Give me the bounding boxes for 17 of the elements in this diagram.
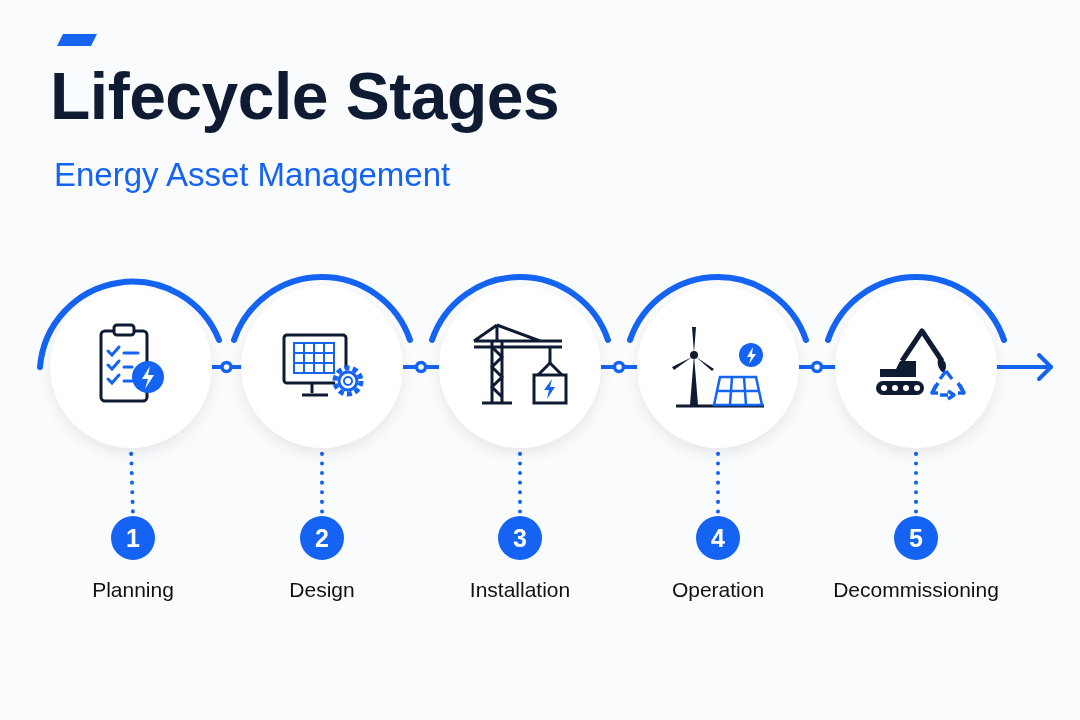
step-number-badge: 2	[300, 516, 344, 560]
step-number-badge: 4	[696, 516, 740, 560]
stage-label: Planning	[92, 578, 174, 602]
stage-label: Decommissioning	[833, 578, 999, 602]
stage-label: Installation	[469, 578, 571, 602]
stage-label: Operation	[671, 578, 765, 602]
connector-line	[401, 365, 441, 369]
connector-line	[599, 365, 639, 369]
step-number-badge: 1	[111, 516, 155, 560]
connector-line	[797, 365, 837, 369]
title: Lifecycle Stages	[50, 58, 560, 134]
arrow	[995, 353, 1053, 381]
stage-label: Design	[289, 578, 355, 602]
connector-line	[210, 365, 243, 369]
subtitle: Energy Asset Management	[54, 156, 451, 194]
step-number-badge: 3	[498, 516, 542, 560]
step-number-badge: 5	[894, 516, 938, 560]
